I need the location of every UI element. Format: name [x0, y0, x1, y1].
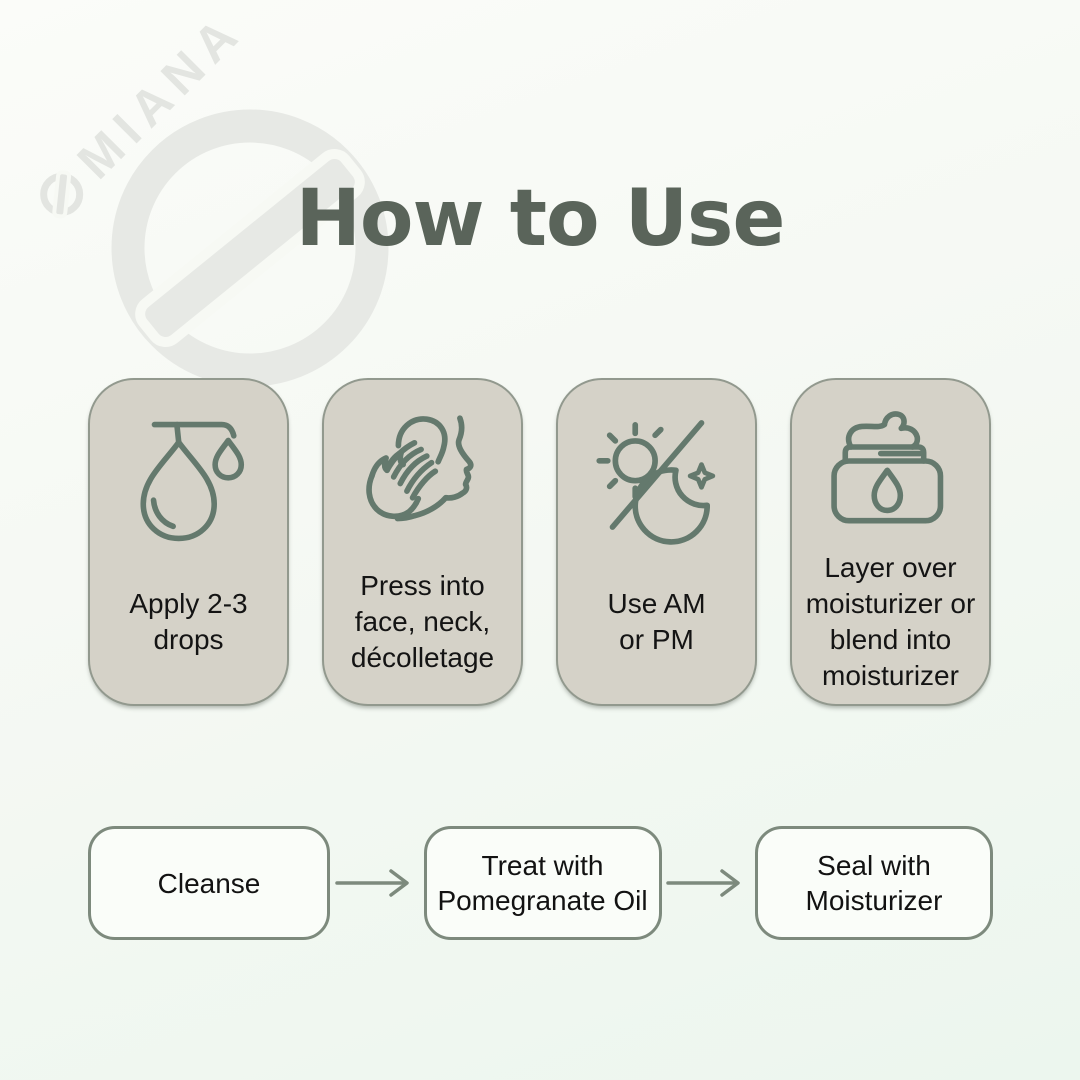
flow-step-label: Treat with Pomegranate Oil: [437, 850, 648, 916]
sun-moon-icon: [586, 380, 728, 550]
hand-on-face-icon: [352, 380, 494, 550]
usage-step-label: Layer over moisturizer or blend into moi…: [805, 552, 976, 691]
page-title: How to Use: [295, 174, 786, 264]
usage-step-label: Press into face, neck, décolletage: [350, 570, 495, 673]
brand-logo-watermark-icon: [111, 109, 389, 387]
dropper-drop-icon: [119, 380, 259, 550]
routine-flow-row: Cleanse Treat with Pomegranate Oil Seal …: [88, 826, 993, 940]
usage-steps-row: Apply 2-3 drops Press into face, neck, d…: [88, 378, 991, 706]
flow-step-cleanse: Cleanse: [88, 826, 330, 940]
flow-arrow: [662, 867, 756, 899]
usage-step-card-am-or-pm: Use AM or PM: [556, 378, 757, 706]
arrow-right-icon: [335, 869, 409, 897]
cream-jar-icon: [821, 380, 961, 550]
flow-step-seal: Seal with Moisturizer: [755, 826, 993, 940]
flow-step-treat: Treat with Pomegranate Oil: [423, 826, 662, 940]
usage-step-card-apply-drops: Apply 2-3 drops: [88, 378, 289, 706]
flow-step-label: Seal with Moisturizer: [805, 850, 943, 916]
flow-arrow: [330, 867, 424, 899]
brand-logo-small-icon: [40, 170, 84, 219]
arrow-right-icon: [666, 869, 740, 897]
usage-step-label: Use AM or PM: [607, 588, 706, 655]
flow-step-label: Cleanse: [157, 867, 261, 899]
usage-step-label: Apply 2-3 drops: [129, 588, 248, 655]
brand-watermark: MIANA: [26, 2, 254, 230]
usage-step-card-layer-moisturizer: Layer over moisturizer or blend into moi…: [790, 378, 991, 706]
usage-step-card-press-into-skin: Press into face, neck, décolletage: [322, 378, 523, 706]
